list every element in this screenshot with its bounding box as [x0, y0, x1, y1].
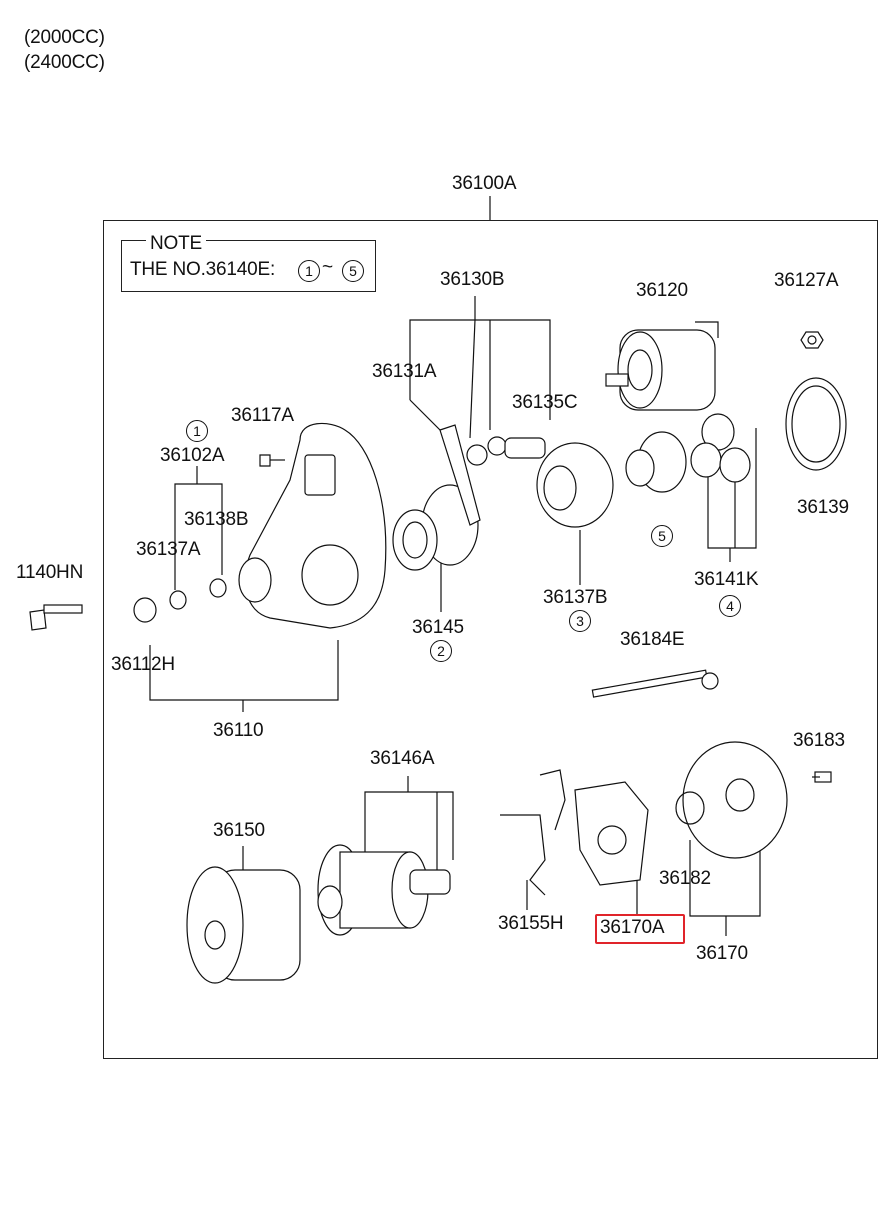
label-36110: 36110: [213, 720, 264, 741]
label-36146A: 36146A: [370, 748, 435, 769]
label-36139: 36139: [797, 497, 849, 518]
label-1140HN: 1140HN: [16, 562, 84, 583]
note-range-end: 5: [342, 260, 364, 282]
label-36127A: 36127A: [774, 270, 839, 291]
label-36141K: 36141K: [694, 569, 759, 590]
label-36135C: 36135C: [512, 392, 578, 413]
label-36131A: 36131A: [372, 361, 437, 382]
label-36184E: 36184E: [620, 629, 685, 650]
callout-1: 1: [186, 420, 208, 442]
label-36170: 36170: [696, 943, 748, 964]
label-36120: 36120: [636, 280, 688, 301]
note-range-separator: ~: [322, 257, 333, 278]
label-36112H: 36112H: [111, 654, 175, 675]
label-36102A: 36102A: [160, 445, 225, 466]
callout-4: 4: [719, 595, 741, 617]
label-36117A: 36117A: [231, 405, 294, 426]
callout-5: 5: [651, 525, 673, 547]
label-36150: 36150: [213, 820, 265, 841]
label-36137B: 36137B: [543, 587, 608, 608]
label-36183: 36183: [793, 730, 845, 751]
callout-3: 3: [569, 610, 591, 632]
label-36137A: 36137A: [136, 539, 201, 560]
label-36100A: 36100A: [452, 173, 517, 194]
note-text: THE NO.36140E:: [130, 259, 276, 280]
label-36130B: 36130B: [440, 269, 505, 290]
label-36155H: 36155H: [498, 913, 564, 934]
note-range-start: 1: [298, 260, 320, 282]
assembly-frame: [103, 220, 878, 1059]
label-36138B: 36138B: [184, 509, 249, 530]
note-box: NOTE THE NO.36140E: 1 ~ 5: [121, 233, 376, 292]
highlight-36170A: [595, 914, 685, 944]
label-36170A[interactable]: 36170A: [600, 917, 665, 938]
note-title: NOTE: [146, 233, 206, 255]
label-36182: 36182: [659, 868, 711, 889]
label-36145: 36145: [412, 617, 464, 638]
callout-2: 2: [430, 640, 452, 662]
variant-2000cc: (2000CC): [24, 27, 105, 48]
variant-2400cc: (2400CC): [24, 52, 105, 73]
